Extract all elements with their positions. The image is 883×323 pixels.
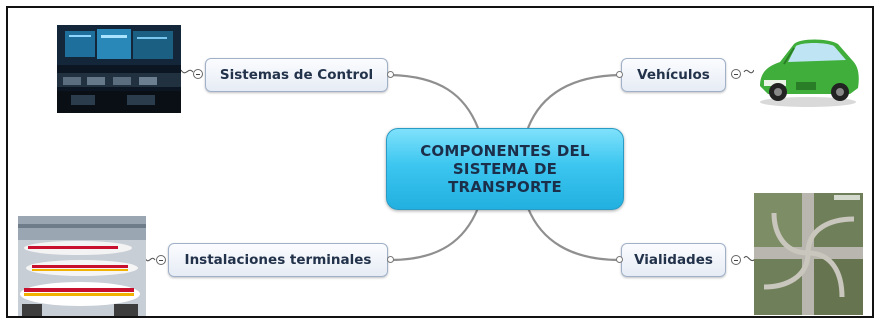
connector-tail-control: [180, 69, 194, 74]
topic-instalaciones-terminales[interactable]: Instalaciones terminales: [168, 243, 388, 277]
airport-airplanes-photo: [18, 216, 146, 316]
collapse-toggle-icon[interactable]: [193, 69, 203, 79]
branch-line-instalaciones: [389, 207, 480, 262]
connection-dot: [616, 256, 623, 263]
connection-dot: [616, 71, 623, 78]
connector-tail-vehiculos: [743, 69, 755, 74]
topic-sistemas-de-control[interactable]: Sistemas de Control: [205, 58, 388, 92]
connector-tail-instalaciones: [144, 257, 156, 262]
central-topic-label: COMPONENTES DEL SISTEMA DE TRANSPORTE: [420, 142, 590, 196]
central-topic[interactable]: COMPONENTES DEL SISTEMA DE TRANSPORTE: [386, 128, 624, 210]
topic-label: Instalaciones terminales: [184, 252, 372, 268]
highway-interchange-aerial-photo: [754, 193, 863, 315]
branch-line-vehiculos: [526, 73, 621, 129]
topic-vehiculos[interactable]: Vehículos: [621, 58, 726, 92]
topic-vialidades[interactable]: Vialidades: [621, 243, 726, 277]
green-car-photo: [754, 28, 862, 110]
airport-airplanes-image: [18, 216, 146, 316]
connection-dot: [387, 71, 394, 78]
collapse-toggle-icon[interactable]: [156, 255, 166, 265]
highway-interchange-image: [754, 193, 863, 315]
topic-label: Vialidades: [634, 252, 713, 268]
collapse-toggle-icon[interactable]: [731, 69, 741, 79]
control-room-photo: [57, 25, 181, 113]
branch-line-vialidades: [526, 207, 621, 262]
green-car-image: [754, 28, 862, 110]
topic-label: Vehículos: [637, 67, 710, 83]
branch-line-control: [389, 73, 480, 129]
connection-dot: [387, 256, 394, 263]
control-room-image: [57, 25, 181, 113]
collapse-toggle-icon[interactable]: [731, 255, 741, 265]
topic-label: Sistemas de Control: [219, 67, 374, 83]
